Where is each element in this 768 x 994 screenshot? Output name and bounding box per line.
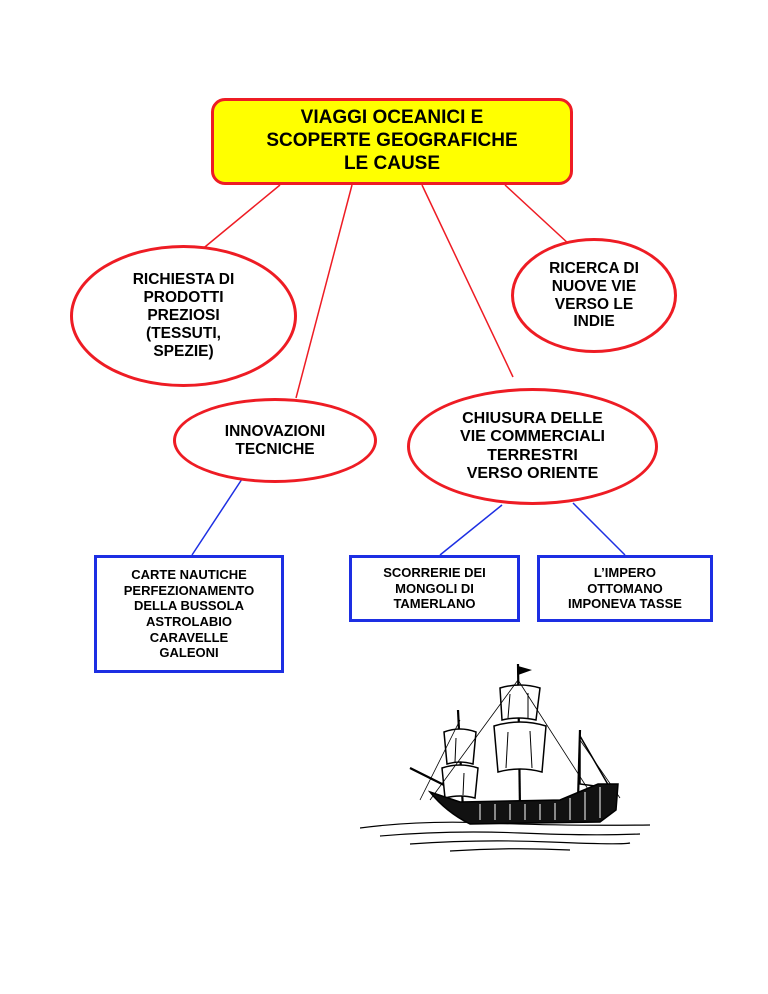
main-title-box: VIAGGI OCEANICI E SCOPERTE GEOGRAFICHE L… (211, 98, 573, 185)
cause-richiesta-node: RICHIESTA DI PRODOTTI PREZIOSI (TESSUTI,… (70, 245, 297, 387)
sailing-ship-illustration (360, 663, 650, 852)
cause-ricerca-node: RICERCA DI NUOVE VIE VERSO LE INDIE (511, 238, 677, 353)
cause-chiusura-text: CHIUSURA DELLE VIE COMMERCIALI TERRESTRI… (460, 409, 605, 482)
scorrerie-detail-box: SCORRERIE DEI MONGOLI DI TAMERLANO (349, 555, 520, 622)
impero-detail-box: L’IMPERO OTTOMANO IMPONEVA TASSE (537, 555, 713, 622)
connector-title-chiusura (421, 184, 514, 378)
cause-ricerca-text: RICERCA DI NUOVE VIE VERSO LE INDIE (549, 259, 639, 331)
connector-chiusura-impero (572, 502, 626, 556)
cause-innovazioni-text: INNOVAZIONI TECNICHE (224, 422, 326, 458)
innovazioni-detail-box: CARTE NAUTICHE PERFEZIONAMENTO DELLA BUS… (94, 555, 284, 673)
connector-chiusura-scorrerie (439, 504, 503, 556)
cause-innovazioni-node: INNOVAZIONI TECNICHE (173, 398, 377, 483)
scorrerie-detail-text: SCORRERIE DEI MONGOLI DI TAMERLANO (383, 565, 486, 612)
cause-chiusura-node: CHIUSURA DELLE VIE COMMERCIALI TERRESTRI… (407, 388, 658, 505)
connector-innovazioni-list (191, 472, 247, 556)
connector-title-ricerca (504, 184, 571, 246)
main-title: VIAGGI OCEANICI E SCOPERTE GEOGRAFICHE L… (266, 107, 518, 174)
connector-title-richiesta (199, 184, 281, 252)
innovazioni-detail-text: CARTE NAUTICHE PERFEZIONAMENTO DELLA BUS… (123, 567, 255, 661)
impero-detail-text: L’IMPERO OTTOMANO IMPONEVA TASSE (568, 565, 682, 612)
connector-title-innovazioni (295, 184, 353, 399)
cause-richiesta-text: RICHIESTA DI PRODOTTI PREZIOSI (TESSUTI,… (132, 271, 235, 360)
